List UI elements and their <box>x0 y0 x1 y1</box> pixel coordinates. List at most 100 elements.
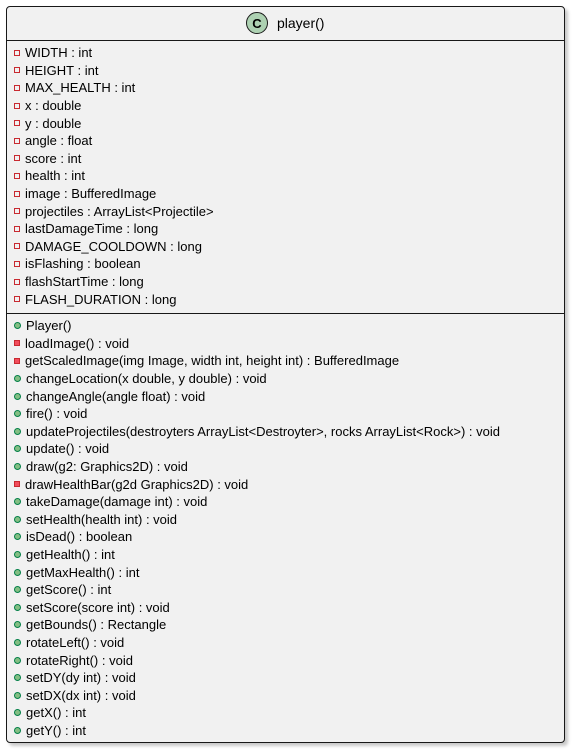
method-row: getY() : int <box>7 722 86 740</box>
private-visibility-icon <box>14 278 20 285</box>
method-row-text: drawHealthBar(g2d Graphics2D) : void <box>25 476 249 492</box>
method-row-text: getBounds() : Rectangle <box>26 617 167 633</box>
field-row-text: projectiles : ArrayList<Projectile> <box>25 203 214 219</box>
method-row: takeDamage(damage int) : void <box>7 493 207 511</box>
method-row-text: getScaledImage(img Image, width int, hei… <box>25 353 400 369</box>
method-row: isDead() : boolean <box>7 528 132 546</box>
public-visibility-icon <box>14 568 21 576</box>
private-visibility-icon <box>14 102 20 109</box>
field-row-text: HEIGHT : int <box>25 62 99 78</box>
private-visibility-icon <box>14 172 20 179</box>
field-row: isFlashing : boolean <box>7 255 141 273</box>
field-row-text: flashStartTime : long <box>25 274 144 290</box>
method-row-text: draw(g2: Graphics2D) : void <box>26 459 188 475</box>
field-row-text: WIDTH : int <box>25 45 93 61</box>
private-visibility-icon <box>14 190 20 197</box>
method-row-text: rotateRight() : void <box>26 652 133 668</box>
header-divider <box>7 40 564 41</box>
method-row: rotateLeft() : void <box>7 634 124 652</box>
field-row: flashStartTime : long <box>7 273 144 291</box>
method-row: setScore(score int) : void <box>7 599 170 617</box>
field-row: y : double <box>7 114 81 132</box>
method-row: setDY(dy int) : void <box>7 669 136 687</box>
field-row: score : int <box>7 150 81 168</box>
field-row-text: score : int <box>25 150 82 166</box>
method-row: getScore() : int <box>7 581 111 599</box>
field-row-text: FLASH_DURATION : long <box>25 291 177 307</box>
public-visibility-icon <box>14 551 21 559</box>
method-row-text: isDead() : boolean <box>26 529 133 545</box>
method-row-text: getScore() : int <box>26 582 112 598</box>
method-row: getMaxHealth() : int <box>7 563 139 581</box>
public-visibility-icon <box>14 375 21 383</box>
method-row: getHealth() : int <box>7 546 115 564</box>
field-row-text: health : int <box>25 168 85 184</box>
private-visibility-icon <box>14 67 20 74</box>
field-row-text: isFlashing : boolean <box>25 256 141 272</box>
field-row-text: x : double <box>25 98 82 114</box>
class-name: player() <box>277 15 325 31</box>
public-visibility-icon <box>14 392 21 400</box>
method-row: fire() : void <box>7 405 87 423</box>
private-visibility-icon <box>14 120 20 127</box>
public-visibility-icon <box>14 410 21 418</box>
public-visibility-icon <box>14 515 21 523</box>
class-type-icon: C <box>246 12 268 34</box>
private-visibility-icon <box>14 243 20 250</box>
field-row-text: image : BufferedImage <box>25 186 157 202</box>
method-row: loadImage() : void <box>7 335 129 353</box>
public-visibility-icon <box>14 656 21 664</box>
method-row-text: changeLocation(x double, y double) : voi… <box>26 371 267 387</box>
field-row: MAX_HEALTH : int <box>7 79 135 97</box>
method-row: Player() <box>7 317 72 335</box>
method-row-text: rotateLeft() : void <box>26 635 125 651</box>
method-row-text: update() : void <box>26 441 110 457</box>
method-row-text: getMaxHealth() : int <box>26 564 140 580</box>
method-row: draw(g2: Graphics2D) : void <box>7 458 188 476</box>
public-visibility-icon <box>14 586 21 594</box>
method-row-text: updateProjectiles(destroyters ArrayList<… <box>26 423 500 439</box>
field-row: WIDTH : int <box>7 44 92 62</box>
private-visibility-icon <box>14 208 20 215</box>
method-row: update() : void <box>7 440 109 458</box>
field-row: projectiles : ArrayList<Projectile> <box>7 202 214 220</box>
fields-methods-divider <box>7 313 564 314</box>
public-visibility-icon <box>14 674 21 682</box>
private-visibility-icon <box>14 340 20 347</box>
field-row-text: DAMAGE_COOLDOWN : long <box>25 238 202 254</box>
method-row-text: setDY(dy int) : void <box>26 670 136 686</box>
method-row: drawHealthBar(g2d Graphics2D) : void <box>7 475 248 493</box>
public-visibility-icon <box>14 427 21 435</box>
public-visibility-icon <box>14 603 21 611</box>
field-row: FLASH_DURATION : long <box>7 290 176 308</box>
field-row: DAMAGE_COOLDOWN : long <box>7 238 202 256</box>
method-row-text: loadImage() : void <box>25 335 130 351</box>
public-visibility-icon <box>14 621 21 629</box>
private-visibility-icon <box>14 296 20 303</box>
public-visibility-icon <box>14 533 21 541</box>
field-row: angle : float <box>7 132 92 150</box>
public-visibility-icon <box>14 445 21 453</box>
public-visibility-icon <box>14 322 21 330</box>
method-row: updateProjectiles(destroyters ArrayList<… <box>7 423 500 441</box>
private-visibility-icon <box>14 49 20 56</box>
method-row: changeAngle(angle float) : void <box>7 387 205 405</box>
public-visibility-icon <box>14 709 21 717</box>
method-row: changeLocation(x double, y double) : voi… <box>7 370 267 388</box>
class-header: C player() <box>7 7 564 40</box>
private-visibility-icon <box>14 481 20 488</box>
field-row: x : double <box>7 97 81 115</box>
method-row: rotateRight() : void <box>7 651 133 669</box>
method-row-text: fire() : void <box>26 406 88 422</box>
public-visibility-icon <box>14 463 21 471</box>
method-row-text: setDX(dx int) : void <box>26 687 136 703</box>
field-row-text: MAX_HEALTH : int <box>25 80 136 96</box>
method-row-text: setScore(score int) : void <box>26 599 170 615</box>
public-visibility-icon <box>14 691 21 699</box>
method-row-text: getHealth() : int <box>26 547 115 563</box>
field-row-text: y : double <box>25 115 82 131</box>
method-row-text: takeDamage(damage int) : void <box>26 494 208 510</box>
private-visibility-icon <box>14 260 20 267</box>
method-row: setHealth(health int) : void <box>7 511 177 529</box>
field-row: lastDamageTime : long <box>7 220 158 238</box>
